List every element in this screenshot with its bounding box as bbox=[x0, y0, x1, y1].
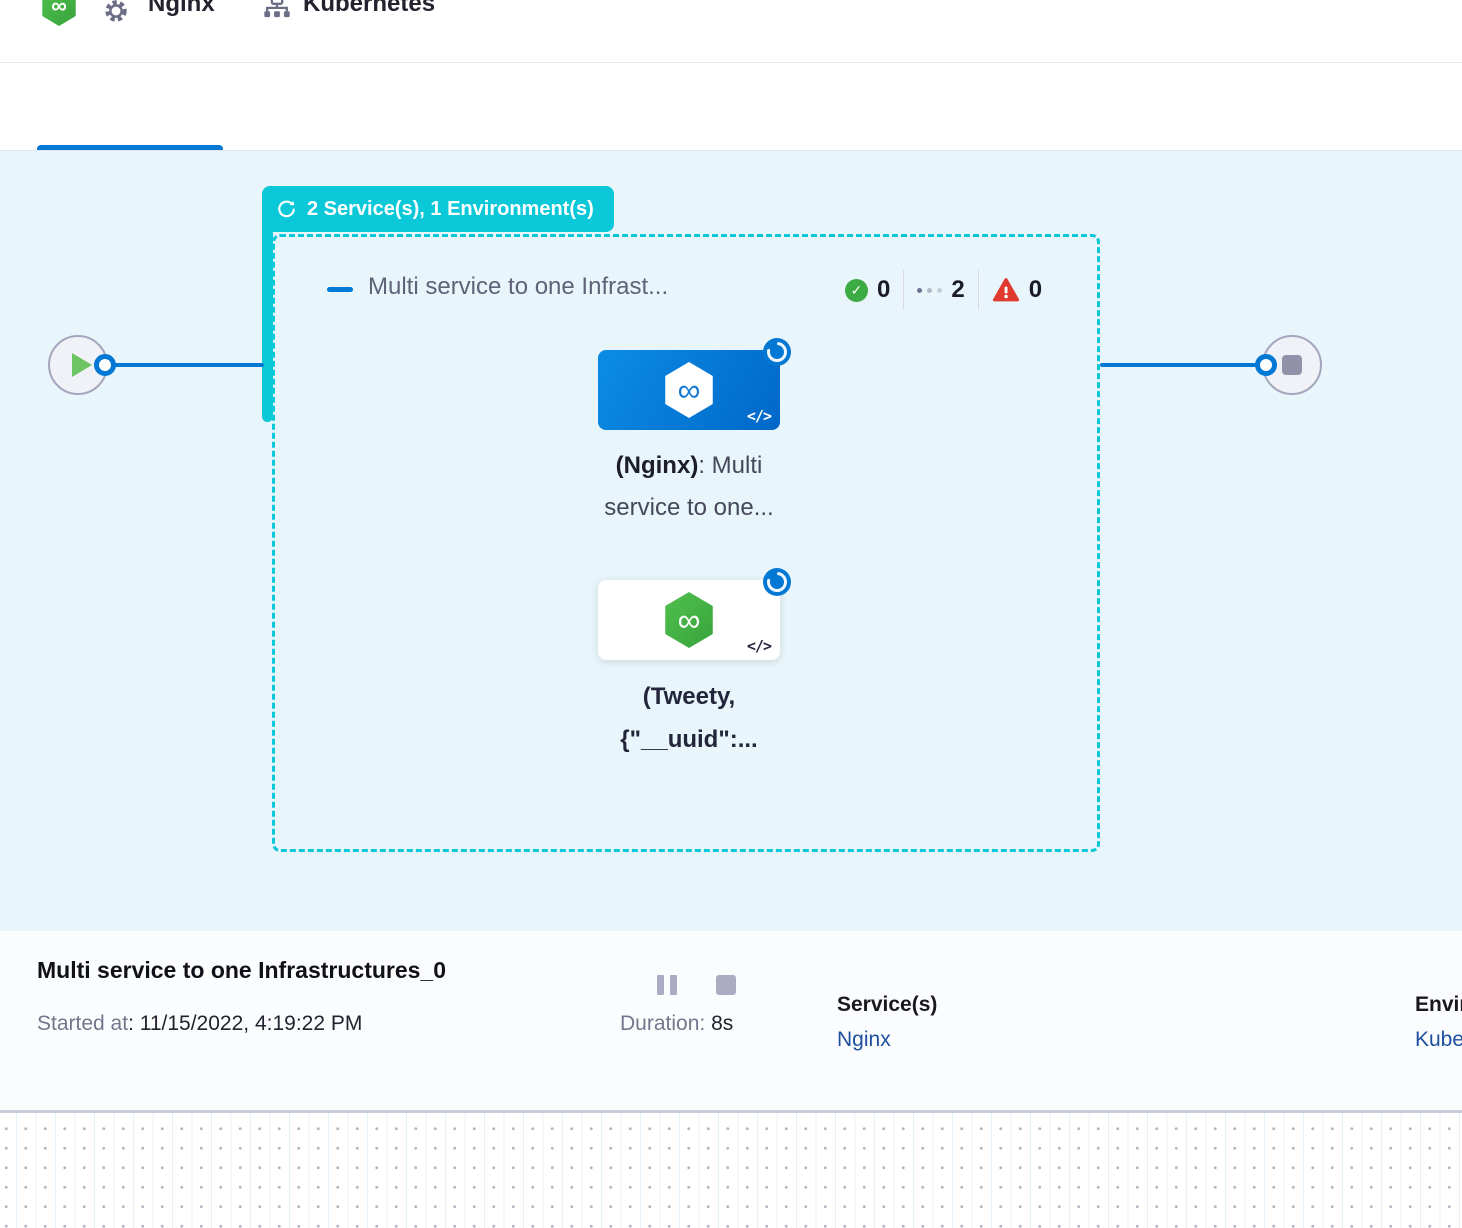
node-nginx-label: (Nginx): Multi service to one... bbox=[539, 445, 839, 529]
failed-count-icon bbox=[992, 278, 1019, 302]
pipeline-canvas[interactable]: 2 Service(s), 1 Environment(s) Multi ser… bbox=[0, 151, 1462, 931]
header-service-name: Nginx bbox=[148, 0, 215, 17]
collapse-stage-button[interactable] bbox=[327, 287, 353, 292]
node-nginx-card[interactable]: ∞ </> bbox=[598, 350, 780, 430]
node-tweety-label: (Tweety, {"__uuid":... bbox=[539, 675, 839, 761]
console-grid-area bbox=[0, 1110, 1462, 1228]
node-tweety-card[interactable]: ∞ </> bbox=[598, 580, 780, 660]
code-icon: </> bbox=[746, 637, 772, 655]
node-tweety-name: (Tweety, bbox=[642, 683, 736, 710]
environment-icon bbox=[264, 0, 290, 18]
active-tab-underline bbox=[37, 145, 223, 150]
harness-service-icon: ∞ bbox=[665, 592, 713, 648]
node-nginx-label-line2: service to one... bbox=[604, 494, 774, 521]
loop-icon bbox=[278, 200, 295, 217]
stage-group-bar bbox=[262, 230, 273, 422]
running-count-icon bbox=[917, 287, 943, 293]
start-connector-dot bbox=[94, 354, 116, 376]
execution-tabbar: Pipeline Inputs Policy Evaluations Secur… bbox=[0, 63, 1462, 214]
pipeline-end-node bbox=[1262, 335, 1322, 395]
play-icon bbox=[71, 353, 92, 377]
abort-execution-button[interactable] bbox=[716, 975, 736, 995]
started-at: Started at: 11/15/2022, 4:19:22 PM bbox=[37, 1012, 362, 1036]
success-count: 0 bbox=[877, 276, 891, 303]
running-spinner-icon bbox=[763, 338, 791, 366]
environments-link[interactable]: Kubernetes bbox=[1415, 1028, 1462, 1051]
stage-group-badge[interactable]: 2 Service(s), 1 Environment(s) bbox=[262, 186, 614, 232]
environments-label: Environment(s) bbox=[1415, 993, 1462, 1016]
duration: Duration: 8s bbox=[620, 1012, 733, 1036]
edge-start-to-stage bbox=[110, 363, 264, 367]
stage-title: Multi service to one Infrast... bbox=[368, 273, 669, 300]
node-tweety-label-line2: {"__uuid":... bbox=[620, 726, 758, 753]
stage-step-counts: ✓ 0 2 0 bbox=[845, 270, 1043, 310]
count-divider bbox=[903, 270, 905, 310]
pause-execution-button[interactable] bbox=[657, 975, 677, 995]
failed-count: 0 bbox=[1028, 276, 1043, 303]
duration-value: 8s bbox=[711, 1012, 734, 1035]
execution-title: Multi service to one Infrastructures_0 bbox=[37, 957, 447, 983]
count-divider bbox=[977, 270, 979, 310]
services-link[interactable]: Nginx bbox=[837, 1028, 891, 1051]
stage-group-badge-label: 2 Service(s), 1 Environment(s) bbox=[307, 197, 594, 220]
stage-dashed-container bbox=[272, 234, 1100, 852]
running-spinner-icon bbox=[763, 568, 791, 596]
execution-details-panel: Multi service to one Infrastructures_0 S… bbox=[0, 931, 1462, 1110]
execution-header: ∞ Nginx Kubernetes bbox=[0, 0, 1462, 63]
end-connector-dot bbox=[1255, 354, 1277, 376]
node-nginx-name-rest: : Multi bbox=[698, 452, 763, 479]
running-count: 2 bbox=[951, 276, 965, 303]
duration-label: Duration: bbox=[620, 1012, 706, 1035]
header-environment-name: Kubernetes bbox=[303, 0, 436, 17]
success-count-icon: ✓ bbox=[845, 278, 868, 302]
code-icon: </> bbox=[746, 407, 772, 425]
started-at-value: : 11/15/2022, 4:19:22 PM bbox=[128, 1012, 363, 1035]
harness-service-icon: ∞ bbox=[42, 0, 76, 26]
harness-service-icon: ∞ bbox=[665, 362, 713, 418]
gear-icon bbox=[105, 0, 127, 22]
edge-stage-to-end bbox=[1100, 363, 1258, 367]
started-at-label: Started at bbox=[37, 1012, 129, 1035]
node-nginx-name: (Nginx) bbox=[615, 452, 699, 479]
stop-icon bbox=[1282, 355, 1302, 375]
services-label: Service(s) bbox=[837, 993, 938, 1016]
